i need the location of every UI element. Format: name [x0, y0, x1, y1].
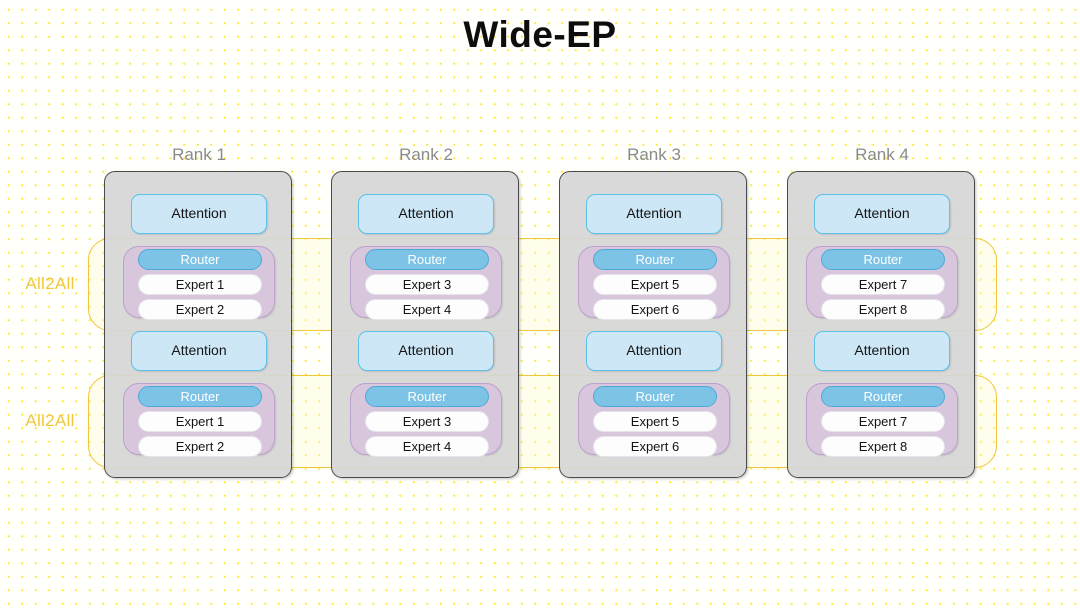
expert-block: Expert 6: [593, 299, 717, 320]
rank-column-2: Rank 2 Attention Router Expert 3 Expert …: [331, 145, 521, 478]
moe-block: Router Expert 5 Expert 6: [578, 383, 730, 457]
expert-block: Expert 4: [365, 436, 489, 457]
router-block: Router: [821, 249, 945, 270]
router-block: Router: [821, 386, 945, 407]
expert-block: Expert 5: [593, 274, 717, 295]
expert-block: Expert 2: [138, 299, 262, 320]
all2all-label-layer-2: All2All: [25, 411, 75, 430]
rank-box-2: Attention Router Expert 3 Expert 4 Atten…: [331, 171, 519, 478]
expert-block: Expert 7: [821, 274, 945, 295]
expert-block: Expert 8: [821, 299, 945, 320]
rank-title-4: Rank 4: [855, 145, 909, 164]
expert-block: Expert 3: [365, 411, 489, 432]
expert-block: Expert 2: [138, 436, 262, 457]
expert-block: Expert 1: [138, 411, 262, 432]
expert-block: Expert 8: [821, 436, 945, 457]
moe-block: Router Expert 7 Expert 8: [806, 246, 958, 320]
router-block: Router: [593, 249, 717, 270]
attention-block: Attention: [586, 331, 722, 371]
rank-3-layer-1: Attention Router Expert 5 Expert 6: [560, 194, 748, 320]
rank-1-layer-1: Attention Router Expert 1 Expert 2: [105, 194, 293, 320]
moe-block: Router Expert 1 Expert 2: [123, 383, 275, 457]
rank-4-layer-1: Attention Router Expert 7 Expert 8: [788, 194, 976, 320]
rank-column-3: Rank 3 Attention Router Expert 5 Expert …: [559, 145, 749, 478]
attention-block: Attention: [358, 331, 494, 371]
expert-block: Expert 5: [593, 411, 717, 432]
moe-block: Router Expert 5 Expert 6: [578, 246, 730, 320]
expert-block: Expert 3: [365, 274, 489, 295]
rank-title-3: Rank 3: [627, 145, 681, 164]
rank-title-2: Rank 2: [399, 145, 453, 164]
router-block: Router: [365, 249, 489, 270]
moe-block: Router Expert 1 Expert 2: [123, 246, 275, 320]
expert-block: Expert 4: [365, 299, 489, 320]
expert-block: Expert 7: [821, 411, 945, 432]
router-block: Router: [365, 386, 489, 407]
attention-block: Attention: [814, 331, 950, 371]
expert-block: Expert 6: [593, 436, 717, 457]
router-block: Router: [138, 386, 262, 407]
rank-title-1: Rank 1: [172, 145, 226, 164]
all2all-label-layer-1: All2All: [25, 274, 75, 293]
rank-1-layer-2: Attention Router Expert 1 Expert 2: [105, 331, 293, 457]
rank-column-1: Rank 1 Attention Router Expert 1 Expert …: [104, 145, 294, 478]
rank-box-1: Attention Router Expert 1 Expert 2 Atten…: [104, 171, 292, 478]
attention-block: Attention: [131, 331, 267, 371]
rank-3-layer-2: Attention Router Expert 5 Expert 6: [560, 331, 748, 457]
attention-block: Attention: [131, 194, 267, 234]
rank-box-3: Attention Router Expert 5 Expert 6 Atten…: [559, 171, 747, 478]
moe-block: Router Expert 3 Expert 4: [350, 246, 502, 320]
router-block: Router: [138, 249, 262, 270]
attention-block: Attention: [586, 194, 722, 234]
expert-block: Expert 1: [138, 274, 262, 295]
rank-column-4: Rank 4 Attention Router Expert 7 Expert …: [787, 145, 977, 478]
moe-block: Router Expert 7 Expert 8: [806, 383, 958, 457]
rank-4-layer-2: Attention Router Expert 7 Expert 8: [788, 331, 976, 457]
rank-box-4: Attention Router Expert 7 Expert 8 Atten…: [787, 171, 975, 478]
router-block: Router: [593, 386, 717, 407]
attention-block: Attention: [814, 194, 950, 234]
rank-2-layer-1: Attention Router Expert 3 Expert 4: [332, 194, 520, 320]
page-title: Wide-EP: [463, 14, 617, 55]
attention-block: Attention: [358, 194, 494, 234]
rank-2-layer-2: Attention Router Expert 3 Expert 4: [332, 331, 520, 457]
moe-block: Router Expert 3 Expert 4: [350, 383, 502, 457]
